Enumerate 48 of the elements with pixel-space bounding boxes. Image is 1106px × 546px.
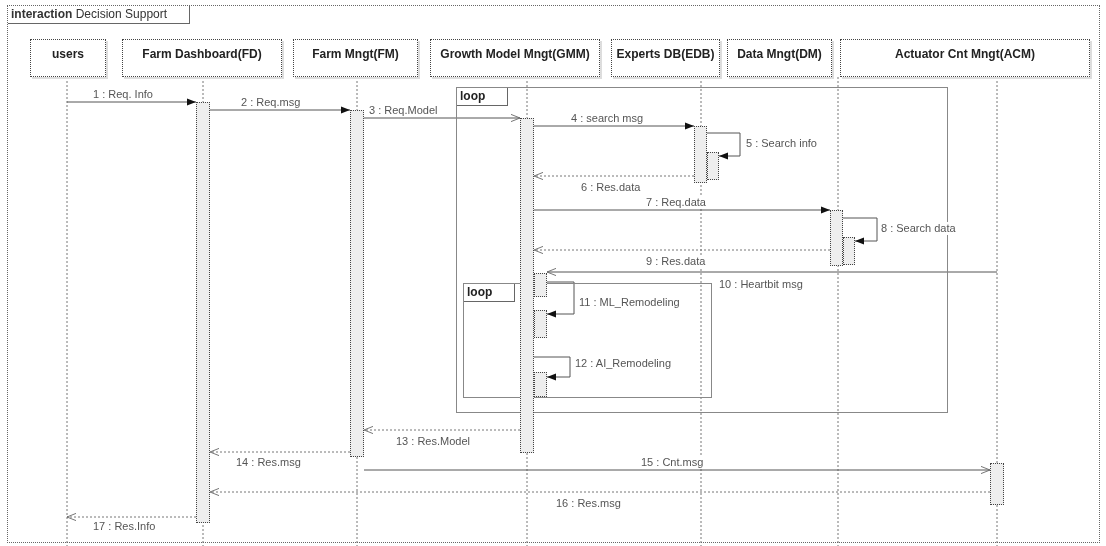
message-arrow xyxy=(842,217,878,245)
message-label: 7 : Req.data xyxy=(645,196,707,209)
lifeline-head: users xyxy=(30,39,106,77)
message-label: 13 : Res.Model xyxy=(395,435,471,448)
message-arrow xyxy=(66,98,197,106)
message-label: 10 : Heartbit msg xyxy=(718,278,804,291)
activation-bar xyxy=(534,372,547,397)
activation-bar xyxy=(520,118,534,453)
message-arrow xyxy=(533,122,695,130)
message-label: 2 : Req.msg xyxy=(240,96,302,109)
activation-bar xyxy=(534,310,547,338)
message-label: 11 : ML_Remodeling xyxy=(578,296,681,309)
fragment-label: loop xyxy=(457,88,509,106)
lifeline-head: Farm Mngt(FM) xyxy=(293,39,418,77)
message-arrow xyxy=(209,106,351,114)
message-label: 16 : Res.msg xyxy=(555,497,622,510)
frame xyxy=(7,5,1100,543)
activation-bar xyxy=(350,110,364,457)
frame-title: interaction Decision Support xyxy=(8,6,191,24)
message-label: 17 : Res.Info xyxy=(92,520,157,533)
loop-fragment xyxy=(463,283,712,398)
message-label: 14 : Res.msg xyxy=(235,456,302,469)
message-arrow xyxy=(533,356,571,381)
activation-bar xyxy=(196,102,210,523)
message-label: 15 : Cnt.msg xyxy=(640,456,705,469)
lifeline-head: Experts DB(EDB) xyxy=(611,39,720,77)
message-arrow xyxy=(546,281,575,318)
lifeline-head: Growth Model Mngt(GMM) xyxy=(430,39,600,77)
message-label: 3 : Req.Model xyxy=(368,104,439,117)
activation-bar xyxy=(830,210,843,266)
fragment-label: loop xyxy=(464,284,516,302)
message-label: 12 : AI_Remodeling xyxy=(574,357,672,370)
activation-bar xyxy=(843,237,855,265)
message-label: 9 : Res.data xyxy=(645,255,707,268)
message-arrow xyxy=(706,132,741,160)
activation-bar xyxy=(534,273,547,297)
lifeline-head: Data Mngt(DM) xyxy=(727,39,832,77)
lifeline-head: Actuator Cnt Mngt(ACM) xyxy=(840,39,1090,77)
message-label: 6 : Res.data xyxy=(580,181,642,194)
message-arrow xyxy=(533,206,831,214)
activation-bar xyxy=(990,463,1004,505)
message-label: 1 : Req. Info xyxy=(92,88,154,101)
activation-bar xyxy=(707,152,719,180)
message-label: 5 : Search info xyxy=(745,137,818,150)
activation-bar xyxy=(694,126,707,183)
message-label: 4 : search msg xyxy=(570,112,645,125)
message-label: 8 : Search data xyxy=(880,222,957,235)
lifeline-head: Farm Dashboard(FD) xyxy=(122,39,282,77)
